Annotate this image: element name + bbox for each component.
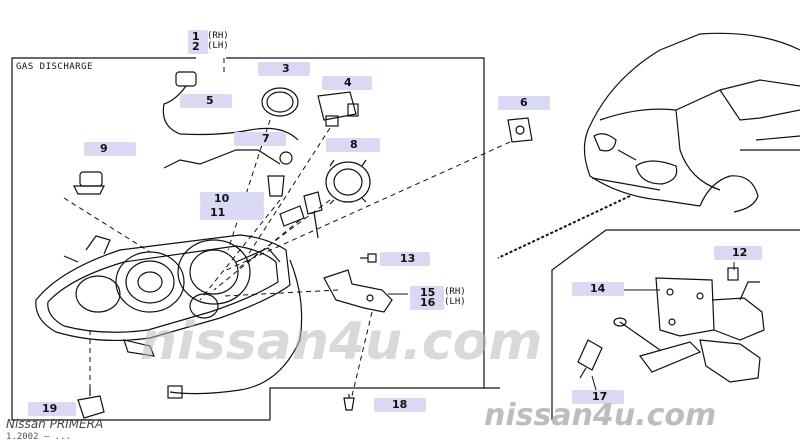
socket-icon xyxy=(267,175,323,239)
bracket-icon xyxy=(323,269,393,313)
leveler-assembly xyxy=(613,267,765,383)
callout-part-8[interactable]: 8 xyxy=(326,138,380,152)
callout-part-11[interactable]: 11 xyxy=(200,206,264,220)
callout-part-2-side: (LH) xyxy=(207,41,229,51)
callout-part-9[interactable]: 9 xyxy=(84,142,136,156)
grommet-icon xyxy=(507,117,533,143)
callout-part-10[interactable]: 10 xyxy=(200,192,264,206)
headlamp-assembly xyxy=(35,234,291,357)
callout-part-2[interactable]: 2 xyxy=(188,40,208,54)
cap-icon xyxy=(325,159,371,205)
callout-part-3[interactable]: 3 xyxy=(258,62,310,76)
bulb-icon xyxy=(73,171,105,195)
callout-part-4[interactable]: 4 xyxy=(322,76,372,90)
callout-part-18[interactable]: 18 xyxy=(374,398,426,412)
callout-part-16[interactable]: 16 xyxy=(410,296,444,310)
callout-part-6[interactable]: 6 xyxy=(498,96,550,110)
model-name: Nissan PRIMERA xyxy=(6,417,104,431)
callout-part-15-side: (RH) xyxy=(444,287,466,297)
seal-ring-icon xyxy=(261,87,299,117)
callout-part-7[interactable]: 7 xyxy=(234,132,286,146)
rod-icon xyxy=(577,339,603,379)
callout-part-13[interactable]: 13 xyxy=(380,252,430,266)
watermark-corner: nissan4u.com xyxy=(484,398,717,433)
callout-part-14[interactable]: 14 xyxy=(572,282,624,296)
callout-part-5[interactable]: 5 xyxy=(180,94,232,108)
model-date: 1.2002 – ... xyxy=(6,432,72,442)
subframe xyxy=(551,229,607,420)
section-caption: GAS DISCHARGE xyxy=(16,62,93,72)
callout-part-16-side: (LH) xyxy=(444,297,466,307)
callout-part-19[interactable]: 19 xyxy=(28,402,76,416)
leveling-motor-icon xyxy=(77,388,105,419)
callout-part-17[interactable]: 17 xyxy=(572,390,624,404)
frame-right xyxy=(226,57,500,389)
screw-icon xyxy=(360,253,377,263)
frame-left xyxy=(11,57,270,421)
vehicle-sketch xyxy=(583,32,800,213)
igniter-icon xyxy=(317,91,359,127)
watermark-main: nissan4u.com xyxy=(140,312,543,372)
screw-icon-18 xyxy=(343,394,355,411)
frame-bottom xyxy=(269,387,484,420)
callout-part-12[interactable]: 12 xyxy=(714,246,762,260)
harness-icon xyxy=(162,71,299,169)
callout-part-1-side: (RH) xyxy=(207,31,229,41)
